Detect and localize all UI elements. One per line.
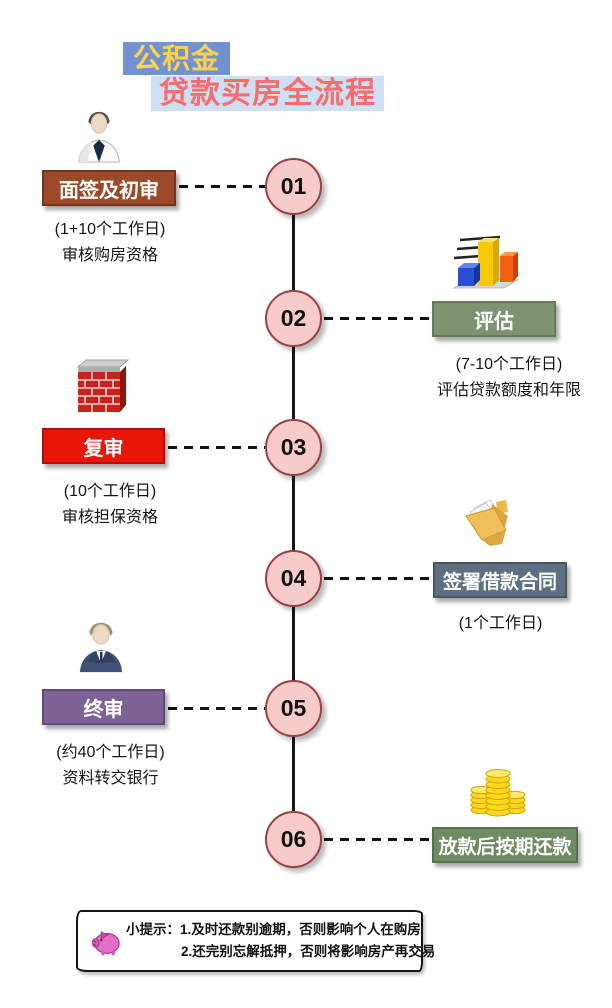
step-note-2-desc: 评估贷款额度和年限 bbox=[436, 382, 581, 400]
step-note-2-duration: (7-10个工作日) bbox=[455, 356, 563, 373]
tip-item-2: 2.还完别忘解抵押，否则将影响房产再交易 bbox=[181, 944, 436, 959]
tip-item-1: 1.及时还款别逾期，否则影响个人在购房 bbox=[180, 922, 421, 938]
step-note-4-duration: (1个工作日) bbox=[458, 615, 543, 632]
step-box-3: 复审 bbox=[42, 428, 165, 464]
piggy-bank-icon bbox=[91, 930, 120, 955]
step-note-1: (1+10个工作日) 审核购房资格 bbox=[30, 217, 190, 270]
step-note-2: (7-10个工作日) 评估贷款额度和年限 bbox=[420, 352, 598, 405]
step-note-5-duration: (约40个工作日) bbox=[56, 744, 165, 761]
step-note-1-desc: 审核购房资格 bbox=[61, 247, 158, 265]
step-circle-4: 04 bbox=[265, 550, 322, 607]
businessman-icon bbox=[78, 111, 120, 163]
step-note-1-duration: (1+10个工作日) bbox=[54, 221, 166, 238]
connector-step-1 bbox=[179, 185, 265, 188]
page-title-line1: 公积金 bbox=[123, 42, 231, 75]
brick-wall-icon bbox=[76, 359, 130, 412]
tip-box: 小提示：1.及时还款别逾期，否则影响个人在购房 2.还完别忘解抵押，否则将影响房… bbox=[76, 910, 435, 972]
businessman-suit-icon bbox=[79, 622, 123, 673]
step-circle-3: 03 bbox=[265, 419, 322, 476]
step-box-6: 放款后按期还款 bbox=[432, 827, 578, 863]
folder-icon bbox=[465, 499, 508, 546]
step-box-2: 评估 bbox=[432, 301, 556, 337]
bar-chart-icon bbox=[452, 235, 520, 289]
connector-step-4 bbox=[324, 577, 433, 580]
connector-step-2 bbox=[324, 317, 432, 320]
gold-coins-icon bbox=[470, 769, 526, 817]
step-circle-2: 02 bbox=[265, 290, 322, 347]
connector-step-5 bbox=[168, 707, 265, 710]
step-box-1: 面签及初审 bbox=[42, 170, 176, 206]
connector-step-3 bbox=[168, 446, 265, 449]
step-box-5: 终审 bbox=[42, 689, 165, 725]
step-box-4: 签署借款合同 bbox=[433, 562, 567, 598]
step-note-5-desc: 资料转交银行 bbox=[62, 770, 159, 788]
step-circle-6: 06 bbox=[265, 811, 322, 868]
tip-line-2: 2.还完别忘解抵押，否则将影响房产再交易 bbox=[126, 941, 435, 963]
step-note-3: (10个工作日) 审核担保资格 bbox=[30, 479, 190, 532]
step-note-3-duration: (10个工作日) bbox=[63, 483, 157, 500]
page-title-line2: 贷款买房全流程 bbox=[151, 76, 384, 111]
step-circle-5: 05 bbox=[265, 680, 322, 737]
step-circle-1: 01 bbox=[265, 158, 322, 215]
tip-line-1: 小提示：1.及时还款别逾期，否则影响个人在购房 bbox=[126, 919, 435, 941]
tip-prefix: 小提示： bbox=[126, 922, 180, 938]
timeline-line bbox=[292, 186, 295, 840]
connector-step-6 bbox=[324, 838, 432, 841]
step-note-4: (1个工作日) bbox=[428, 611, 573, 637]
step-note-5: (约40个工作日) 资料转交银行 bbox=[28, 740, 193, 793]
tip-text: 小提示：1.及时还款别逾期，否则影响个人在购房 2.还完别忘解抵押，否则将影响房… bbox=[126, 919, 435, 962]
step-note-3-desc: 审核担保资格 bbox=[61, 509, 158, 527]
